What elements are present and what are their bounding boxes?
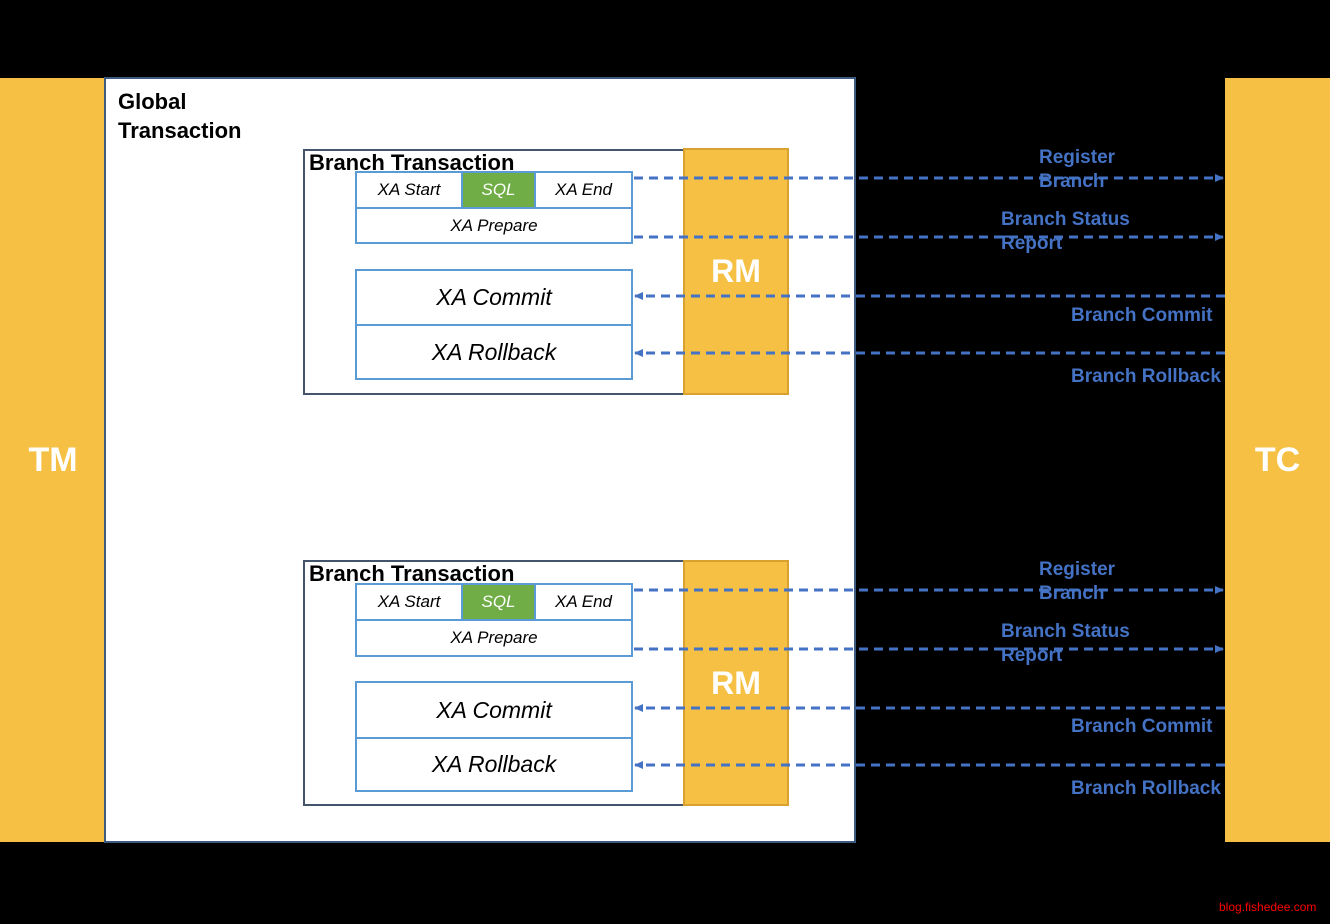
- branch-transaction-title: Branch Transaction: [309, 150, 515, 175]
- xa-start-cell: XA Start: [355, 583, 463, 621]
- xa-start-label: XA Start: [377, 592, 441, 611]
- sql-label: SQL: [481, 180, 516, 199]
- tm-node: TM: [0, 78, 106, 842]
- branch-commit-label: Branch Commit: [1071, 305, 1213, 326]
- tc-label: TC: [1254, 440, 1301, 479]
- xa-rollback-label: XA Rollback: [431, 338, 557, 365]
- xa-start-label: XA Start: [377, 180, 441, 199]
- rm-label: RM: [711, 253, 761, 289]
- xa-rollback-label: XA Rollback: [431, 751, 557, 777]
- sql-cell: SQL: [461, 583, 536, 621]
- branch-transaction-title: Branch Transaction: [309, 561, 515, 586]
- xa-end-cell: XA End: [534, 583, 633, 621]
- xa-prepare-label: XA Prepare: [450, 628, 538, 647]
- xa-prepare-label: XA Prepare: [450, 215, 538, 235]
- register-branch-label: Register Branch: [1039, 147, 1116, 192]
- xa-end-label: XA End: [554, 180, 613, 199]
- sql-label: SQL: [481, 592, 516, 611]
- tm-label: TM: [28, 440, 78, 479]
- rm-label: RM: [711, 664, 761, 701]
- xa-rollback-cell: XA Rollback: [355, 737, 633, 792]
- xa-commit-label: XA Commit: [436, 284, 552, 310]
- xa-commit-cell: XA Commit: [355, 681, 633, 739]
- xa-end-label: XA End: [554, 592, 613, 611]
- global-transaction-title: Global Transaction: [118, 89, 242, 143]
- xa-prepare-cell: XA Prepare: [355, 207, 633, 244]
- register-branch-label: Register Branch: [1039, 559, 1116, 604]
- branch-commit-label: Branch Commit: [1071, 716, 1213, 737]
- xa-commit-label: XA Commit: [436, 696, 552, 723]
- watermark: blog.fishedee.com: [1219, 900, 1317, 914]
- xa-prepare-cell: XA Prepare: [355, 619, 633, 657]
- branch-rollback-label: Branch Rollback: [1071, 366, 1221, 387]
- tc-node: TC: [1225, 78, 1330, 842]
- branch-rollback-label: Branch Rollback: [1071, 778, 1221, 799]
- sql-cell: SQL: [461, 171, 536, 209]
- xa-rollback-cell: XA Rollback: [355, 324, 633, 380]
- xa-end-cell: XA End: [534, 171, 633, 209]
